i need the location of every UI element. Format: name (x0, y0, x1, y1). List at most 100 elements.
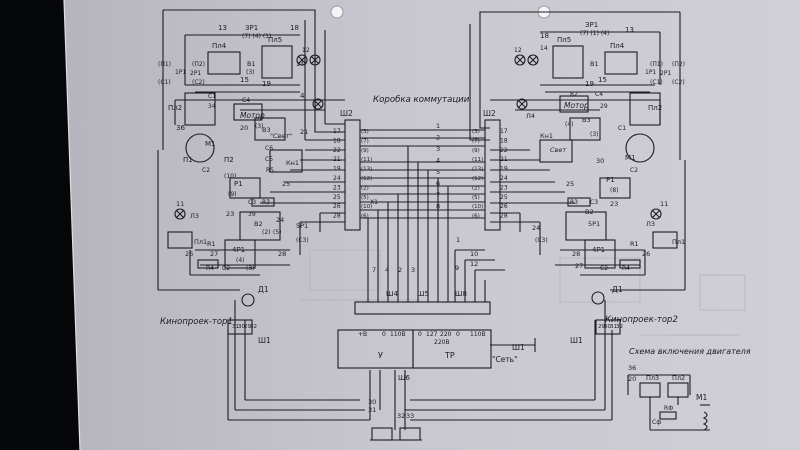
l-n39: 39 (248, 211, 256, 218)
switch-b3-right (569, 117, 601, 141)
l-n12: 12 (302, 47, 310, 54)
components-right (514, 45, 678, 269)
l-r5: R5 (266, 167, 274, 174)
text-layer: Коробка коммутации Ш2 Ш2 Кинопроек-тор1 … (158, 21, 751, 426)
l-n2: (2) (262, 229, 271, 236)
tap-number: 4 (385, 266, 389, 274)
transformer-block (412, 329, 492, 369)
r-n3: (3) (590, 131, 599, 138)
sh2-left-ref: (7) (361, 138, 369, 144)
l-pl4: Пл4 (212, 42, 227, 50)
sh2-left-pin: 25 (333, 194, 341, 201)
term-u3: 110В (390, 331, 406, 338)
r-pl4: Пл4 (610, 42, 625, 50)
plug-pl5-right (552, 45, 584, 79)
paper-sheet (64, 0, 800, 450)
tap-number: 7 (372, 266, 376, 274)
l-pl5: Пл5 (268, 36, 282, 44)
terminal-strip (354, 301, 491, 315)
sh2-left-ref: (11) (361, 157, 372, 163)
term-u1: +В (358, 331, 367, 338)
r-n4: (4) (565, 121, 574, 128)
sensor-d1-right (591, 291, 605, 305)
sh2-left-pin: 23 (333, 184, 341, 191)
l-b1: В1 (247, 60, 256, 68)
lamp-l3-right (650, 208, 662, 220)
plug-pl4-left (207, 51, 241, 75)
sh2-right-pin: 19 (500, 166, 508, 173)
d1-right-pin: 31 (610, 324, 617, 330)
sh2-left-pin: 22 (333, 147, 341, 154)
d1-right-pin: 32 (616, 324, 623, 330)
sh2-left-pin: 17 (333, 128, 341, 135)
d1-left-pin: 31 (232, 324, 239, 330)
l-pl2: Пл2 (168, 104, 182, 112)
box-label: Коробка коммутации (373, 95, 470, 105)
d1-left-pin: 30 (238, 324, 245, 330)
sh2-left-pin: 24 (333, 175, 341, 182)
l-n19: 19 (262, 80, 271, 88)
bus-wire-number: 3 (436, 145, 440, 153)
r-c2c: С2 (600, 265, 608, 272)
generated-labels: 17182221192423252628(3)(7)(9)(11)(13)(12… (232, 122, 623, 330)
resistor-r4-right (619, 259, 641, 269)
r-p2: (П2) (672, 61, 685, 68)
sh2-left-ref: (9) (361, 148, 369, 154)
sh2-left-ref: (12) (361, 176, 372, 182)
center-blocks (227, 119, 621, 441)
l-b2: В2 (254, 220, 263, 228)
sh2-left-pin: 26 (333, 203, 341, 210)
r-svet: Свет (550, 146, 566, 154)
term-u6: 220 (440, 331, 452, 338)
l-c1: (С1) (158, 79, 171, 86)
r-c3b: (С3) (535, 237, 548, 244)
projector1-label: Кинопроек-тор1 (160, 317, 233, 327)
sh2-right-pin: 23 (500, 184, 508, 191)
l-c4: С4 (242, 97, 250, 104)
l-c6: С6 (265, 145, 273, 152)
switch-kn1-right (539, 139, 573, 163)
r-n12: 12 (514, 47, 522, 54)
l-n26: 26 (185, 250, 193, 258)
sh2-right-ref: (6) (472, 214, 480, 220)
r-n25: 25 (566, 180, 574, 188)
sh5-label: Ш5 (417, 290, 429, 298)
r-pl2: Пл2 (648, 104, 662, 112)
l-r4: R4 (206, 265, 214, 272)
sh2-right-pin: 17 (500, 128, 508, 135)
lamp-14-right (527, 54, 539, 66)
c-n1: 1 (456, 236, 460, 244)
l-c1b: С1 (208, 93, 216, 100)
sh2-right-ref: (13) (472, 167, 483, 173)
r-sr1: ЗР1 (585, 21, 598, 29)
sh2-left-ref: (2) (361, 185, 369, 191)
r-n11: 11 (660, 200, 668, 208)
l-n15: 15 (240, 76, 249, 84)
lamp-14-left (309, 54, 321, 66)
d1-right-pin: 29 (598, 324, 605, 330)
c-n30: 30 (368, 398, 376, 406)
r-c4: С4 (595, 91, 603, 98)
l-n20: 20 (240, 124, 248, 132)
l-n21: 21 (300, 128, 308, 136)
l-n3c: (3) (246, 265, 255, 272)
horizontal-bus (360, 129, 485, 219)
inset-m1-label: М1 (696, 393, 707, 402)
l-c2c: С2 (222, 265, 230, 272)
connector-sh2-right (484, 119, 501, 231)
inset-pl2-label: Пл2 (672, 374, 685, 382)
sh2-right-pin: 21 (500, 156, 508, 163)
r-n28: 28 (572, 250, 580, 258)
bus-wire-number: 6 (436, 180, 440, 188)
lamp-12-left (296, 54, 308, 66)
c-x1: Х1 (370, 199, 378, 206)
l-c3: С3 (248, 199, 256, 206)
lamp-12-right (514, 54, 526, 66)
r-n26: 26 (642, 250, 650, 258)
l-motor: Мотор (240, 111, 265, 120)
relay-p1-right (599, 177, 631, 199)
l-r4p: 4Р1 (232, 246, 245, 254)
l-pi1: П1 (183, 156, 193, 164)
r-l3: Л3 (646, 220, 655, 228)
l-r2: 2Р1 (190, 70, 201, 77)
